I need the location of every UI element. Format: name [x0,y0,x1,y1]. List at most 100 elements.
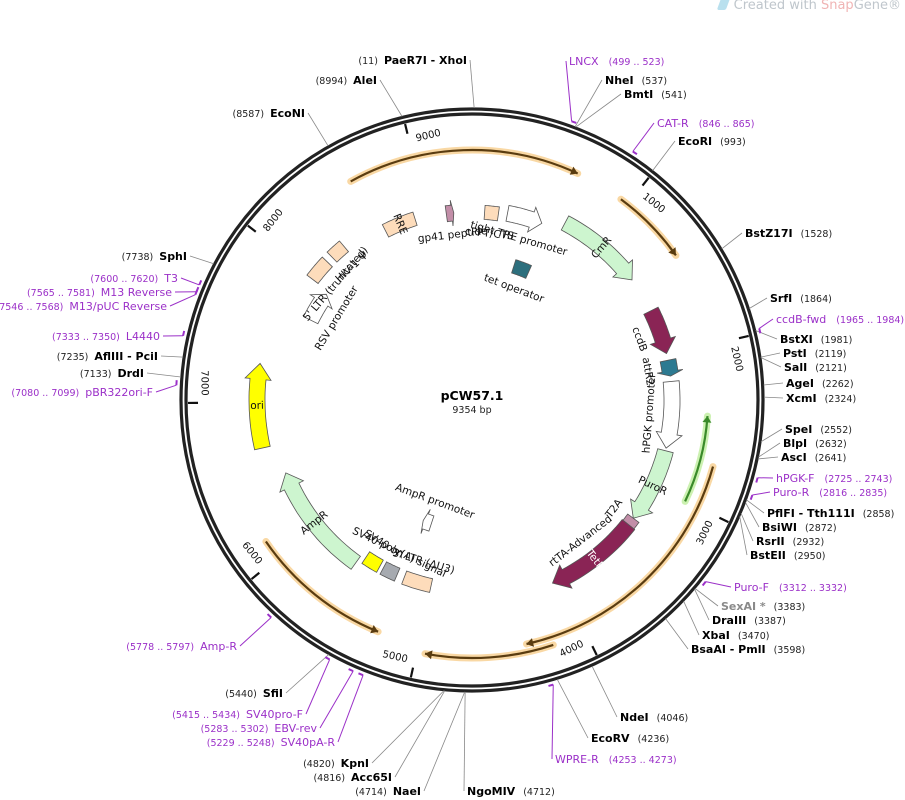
site-nhei[interactable]: NheI(537) [574,74,667,127]
site-name: PaeR7I - XhoI [384,54,467,67]
site-position: (2641) [815,453,847,464]
orf-arc[interactable] [350,148,579,183]
site-position: (3387) [754,616,786,627]
site-bmti[interactable]: BmtI(541) [575,88,687,128]
site-name: Acc65I [351,771,392,784]
site-bsteii[interactable]: BstEII(2950) [739,516,826,562]
site-draiii[interactable]: DraIII(3387) [694,588,786,627]
feature-cmr[interactable]: CmR [560,215,633,281]
orf-arc[interactable] [264,540,379,633]
site-sali[interactable]: SalI(2121) [760,357,847,374]
site-position: (3383) [774,602,806,613]
primer-name: L4440 [126,330,160,343]
site-leader-line [189,255,214,265]
site-drdi[interactable]: (7133)DrdI [80,367,181,380]
backbone-outer-strand [179,107,765,693]
feature-shape [326,240,350,263]
primer-binding-mark [749,494,754,501]
feature-tight-tre-promoter[interactable]: tight TRE promoter [469,205,569,259]
site-label: EcoRI(993) [678,135,746,148]
site-kpni[interactable]: (4820)KpnI [303,690,445,770]
site-ngomiv[interactable]: NgoMIV(4712) [463,691,555,798]
site-sphi[interactable]: (7738)SphI [122,250,214,265]
site-ecorv[interactable]: EcoRV(4236) [556,679,669,745]
site-xcmi[interactable]: XcmI(2324) [763,392,856,405]
site-alei[interactable]: (8994)AleI [316,74,403,117]
primer-amp-r[interactable]: (5778 .. 5797)Amp-R [126,613,272,653]
primer-l4440[interactable]: (7333 .. 7350)L4440 [52,330,186,343]
feature-rre[interactable]: RRE [381,211,418,238]
site-position: (4046) [657,713,689,724]
site-position: (2632) [815,439,847,450]
primer-puro-r[interactable]: Puro-R(2816 .. 2835) [749,486,887,501]
primer-range: (2816 .. 2835) [819,488,887,499]
feature-ampr[interactable]: AmpR [279,472,361,570]
primer-wpre-r[interactable]: WPRE-R(4253 .. 4273) [548,683,677,766]
primer-leader-line [155,384,177,393]
site-sfii[interactable]: (5440)SfiI [225,654,330,700]
primer-ebv-rev[interactable]: (5283 .. 5302)EBV-rev [201,668,354,735]
feature-tet-operator[interactable]: tet operator [482,259,546,306]
site-afliii-pcii[interactable]: (7235)AflIII - PciI [57,350,184,363]
site-pflfi-tth111i[interactable]: PflFI - Tth111I(2858) [746,499,894,520]
watermark-brand: Snap [820,0,854,13]
site-rsrii[interactable]: RsrII(2932) [740,513,824,548]
primer-sv40pa-r[interactable]: (5229 .. 5248)SV40pA-R [207,672,364,749]
primer-pbr322ori-f[interactable]: (7080 .. 7099)pBR322ori-F [11,380,178,399]
site-blpi[interactable]: BlpI(2632) [758,437,847,458]
feature-ori[interactable]: ori [244,362,272,451]
site-name: SfiI [263,687,283,700]
primer-binding-mark [358,672,364,677]
orf-arc[interactable] [684,416,709,502]
feature-attr2[interactable]: attR2 [640,357,683,387]
site-bstz17i[interactable]: BstZ17I(1528) [721,227,832,250]
primer-t3[interactable]: (7600 .. 7620)T3 [90,272,203,286]
site-srfi[interactable]: SrfI(1864) [749,292,832,309]
primer-cat-r[interactable]: CAT-R(846 .. 865) [632,117,755,156]
site-leader-line [394,690,446,778]
feature-ampr-promoter[interactable]: AmpR promoter [394,481,477,534]
feature-puror[interactable]: PuroR [630,448,674,519]
site-bsiwi[interactable]: BsiWI(2872) [745,502,837,534]
site-spei[interactable]: SpeI(2552) [760,423,852,443]
primer-name: WPRE-R [555,753,599,766]
primer-hpgk-f[interactable]: hPGK-F(2725 .. 2743) [755,472,892,485]
site-bsaai-pmli[interactable]: BsaAI - PmlI(3598) [665,618,806,656]
site-acc65i[interactable]: (4816)Acc65I [313,690,446,784]
site-paer7i-xhoi[interactable]: (11)PaeR7I - XhoI [358,54,475,109]
feature-ccdb[interactable]: ccdB [629,306,677,355]
site-sexai[interactable]: SexAI *(3383) [694,588,806,613]
tick-mark [247,224,257,233]
primer-lncx[interactable]: LNCX(499 .. 523) [565,55,664,124]
primer-sv40pro-f[interactable]: (5415 .. 5434)SV40pro-F [172,656,331,721]
feature-sv40-ori[interactable]: SV40 ori [361,527,406,573]
site-asci[interactable]: AscI(2641) [757,451,847,464]
site-ndei[interactable]: NdeI(4046) [591,665,689,724]
orf-arc[interactable] [424,643,554,660]
feature-shape [511,259,533,279]
site-leader-line [463,691,466,792]
site-psti[interactable]: PstI(2119) [760,347,847,360]
site-name: PstI [783,347,807,360]
primer-puro-f[interactable]: Puro-F(3312 .. 3332) [701,581,847,594]
site-leader-line [469,59,475,109]
feature-hpgk-promoter[interactable]: hPGK promoter [641,372,683,454]
primer-m13-reverse[interactable]: (7565 .. 7581)M13 Reverse [27,286,200,299]
site-xbai[interactable]: XbaI(3470) [683,601,770,642]
site-bstxi[interactable]: BstXI(1981) [755,330,853,346]
site-agei[interactable]: AgeI(2262) [763,377,854,390]
primer-ccdb-fwd[interactable]: ccdB-fwd(1965 .. 1984) [758,313,904,334]
site-name: BsiWI [762,521,797,534]
site-naei[interactable]: (4714)NaeI [355,691,466,798]
primer-label: (5415 .. 5434)SV40pro-F [172,708,303,721]
site-leader-line [574,79,603,127]
site-ecori[interactable]: EcoRI(993) [652,135,746,171]
site-econi[interactable]: (8587)EcoNI [233,107,329,147]
feature-cppt-cts[interactable]: cPPT/CTS [464,204,515,242]
primer-name: SV40pro-F [246,708,303,721]
primer-name: LNCX [569,55,599,68]
feature-label: ccdB [629,325,649,353]
orf-arc[interactable] [526,466,715,646]
